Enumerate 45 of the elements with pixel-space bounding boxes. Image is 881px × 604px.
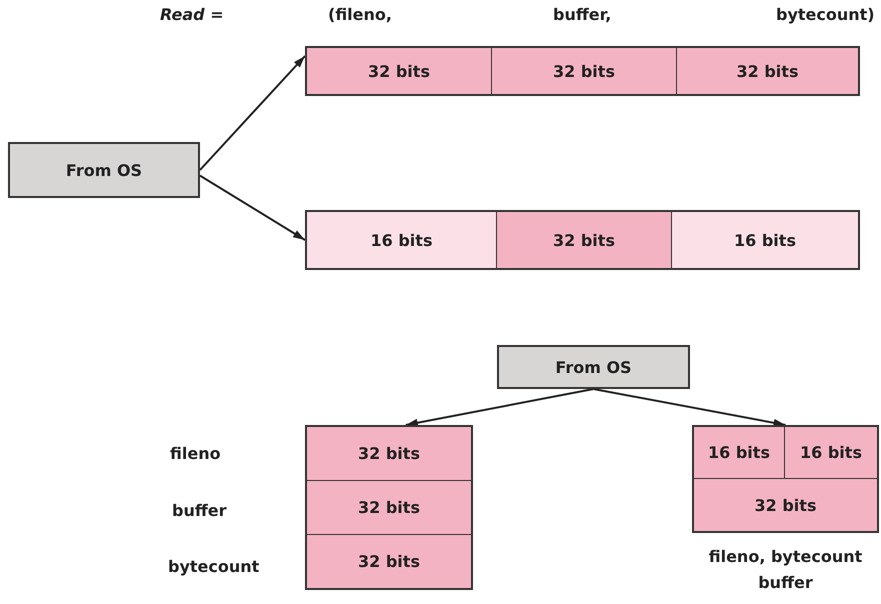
node-text: 32 bits <box>368 62 430 80</box>
node-text: From OS <box>555 358 632 376</box>
node-text: 16 bits <box>734 230 796 250</box>
node-text: 16 bits <box>370 230 432 250</box>
node-text: 32 bits <box>553 230 615 250</box>
function-signature-text: bytecount) <box>776 5 875 24</box>
field-caption: buffer <box>757 573 814 592</box>
process-box <box>8 142 200 198</box>
field-name-label: buffer <box>172 501 227 520</box>
node-text: 32 bits <box>358 444 420 463</box>
bit-field-cell <box>307 212 497 268</box>
bit-field-cell <box>677 48 858 94</box>
node-text: 32 bits <box>358 498 420 517</box>
function-signature-text: buffer, <box>553 5 612 24</box>
arrow <box>406 388 594 427</box>
bit-field-cell <box>307 535 471 588</box>
register-layout-box <box>305 425 473 590</box>
bit-field-cell <box>785 427 877 479</box>
function-signature-text: Read = <box>160 5 224 24</box>
function-signature-text: (fileno, <box>328 5 392 24</box>
register-layout-box <box>692 425 879 533</box>
arrow <box>199 55 306 171</box>
bit-field-cell <box>307 481 471 535</box>
node-text: 32 bits <box>358 552 420 571</box>
arrow <box>593 388 786 427</box>
process-box <box>497 345 690 389</box>
node-text: 16 bits <box>708 443 770 462</box>
field-name-label: fileno <box>170 444 221 463</box>
bit-field-cell <box>492 48 677 94</box>
node-text: 32 bits <box>736 62 798 80</box>
bit-field-cell <box>307 48 492 94</box>
node-text: 16 bits <box>800 443 862 462</box>
bit-field-cell <box>694 427 785 479</box>
bit-field-cell <box>694 479 877 531</box>
arrow <box>199 174 306 241</box>
bit-field-cell <box>307 427 471 481</box>
bit-field-cell <box>672 212 858 268</box>
register-layout-box <box>305 46 860 96</box>
field-caption: fileno, bytecount <box>708 547 864 566</box>
field-name-label: bytecount <box>168 557 260 576</box>
register-layout-box <box>305 210 860 270</box>
bit-field-cell <box>497 212 672 268</box>
node-text: 32 bits <box>553 62 615 80</box>
node-text: 32 bits <box>754 496 816 514</box>
node-text: From OS <box>66 160 142 180</box>
